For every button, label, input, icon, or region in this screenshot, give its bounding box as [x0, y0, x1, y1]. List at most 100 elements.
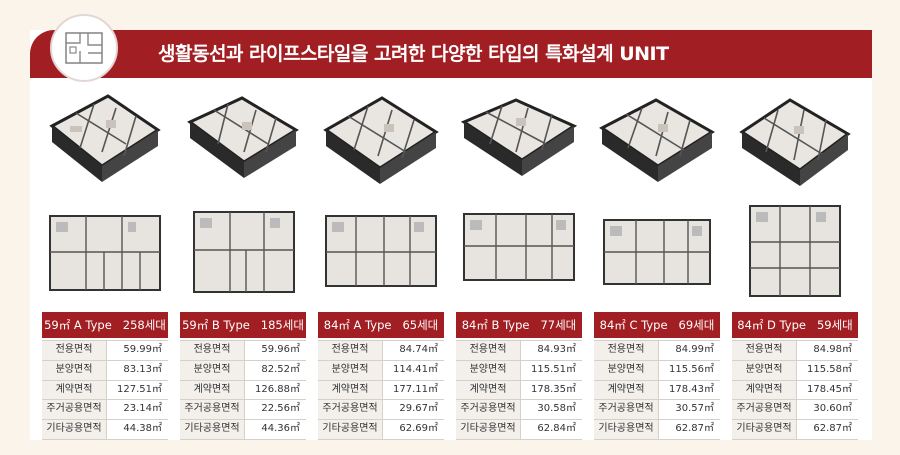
unit-households: 258세대	[122, 318, 166, 332]
area-label: 기타공용면적	[732, 420, 797, 439]
unit-type-bar: 84㎡ B Type 77세대	[456, 312, 582, 338]
area-value: 178.35㎡	[531, 383, 576, 395]
area-label: 분양면적	[318, 360, 383, 380]
area-value: 30.60㎡	[813, 403, 852, 415]
unit-households: 69세대	[678, 318, 715, 332]
unit-card[interactable]: 59㎡ A Type 258세대 전용면적 59.99㎡ 분양면적 83.13㎡ 계…	[42, 82, 168, 440]
area-value: 62.69㎡	[399, 423, 438, 435]
area-label: 주거공용면적	[42, 400, 107, 420]
area-value: 59.96㎡	[261, 344, 300, 355]
area-label: 전용면적	[732, 341, 797, 360]
banner-title: 생활동선과 라이프스타일을 고려한 다양한 타입의 특화설계 UNIT	[158, 43, 669, 65]
area-label: 전용면적	[594, 341, 659, 360]
unit-type-bar: 59㎡ B Type 185세대	[180, 312, 306, 338]
area-value: 30.57㎡	[675, 403, 714, 415]
table-row: 계약면적 127.51㎡	[42, 380, 168, 401]
area-value: 62.87㎡	[675, 423, 714, 435]
area-table: 전용면적 59.99㎡ 분양면적 83.13㎡ 계약면적 127.51㎡ 주거공용면적…	[42, 340, 168, 440]
unit-type-bar: 84㎡ D Type 59세대	[732, 312, 858, 338]
area-value: 82.52㎡	[261, 363, 300, 375]
unit-card[interactable]: 59㎡ B Type 185세대 전용면적 59.96㎡ 분양면적 82.52㎡ 계…	[180, 82, 306, 440]
table-row: 주거공용면적 30.60㎡	[732, 400, 858, 421]
area-value: 62.84㎡	[537, 423, 576, 435]
area-value: 29.67㎡	[399, 403, 438, 415]
area-label: 계약면적	[456, 380, 521, 400]
area-value: 59.99㎡	[123, 344, 162, 355]
area-label: 기타공용면적	[318, 420, 383, 439]
table-row: 기타공용면적 62.84㎡	[456, 420, 582, 440]
area-label: 기타공용면적	[456, 420, 521, 439]
area-value: 115.51㎡	[531, 363, 576, 375]
area-label: 전용면적	[456, 341, 521, 360]
unit-type-name: 84㎡ B Type	[461, 318, 530, 332]
isometric-unit-image	[460, 98, 578, 176]
table-row: 전용면적 59.96㎡	[180, 341, 306, 361]
floor-plan-image	[193, 211, 295, 293]
unit-type-bar: 84㎡ C Type 69세대	[594, 312, 720, 338]
table-row: 계약면적 178.35㎡	[456, 380, 582, 401]
area-value: 44.38㎡	[123, 423, 162, 435]
table-row: 기타공용면적 44.38㎡	[42, 420, 168, 440]
area-value: 126.88㎡	[255, 383, 300, 395]
table-row: 기타공용면적 62.69㎡	[318, 420, 444, 440]
area-value: 84.99㎡	[675, 344, 714, 355]
area-value: 22.56㎡	[261, 403, 300, 415]
floor-plan-image	[749, 205, 841, 297]
area-value: 44.36㎡	[261, 423, 300, 435]
area-value: 127.51㎡	[117, 383, 162, 395]
area-label: 주거공용면적	[732, 400, 797, 420]
floor-plan-image	[463, 213, 575, 281]
area-label: 기타공용면적	[42, 420, 107, 439]
area-label: 계약면적	[732, 380, 797, 400]
table-row: 분양면적 114.41㎡	[318, 360, 444, 381]
area-label: 전용면적	[42, 341, 107, 360]
area-label: 전용면적	[180, 341, 245, 360]
area-value: 177.11㎡	[393, 383, 438, 395]
floor-plan-image	[49, 215, 161, 291]
table-row: 계약면적 126.88㎡	[180, 380, 306, 401]
area-value: 115.58㎡	[807, 363, 852, 375]
unit-households: 65세대	[402, 318, 439, 332]
area-label: 분양면적	[594, 360, 659, 380]
isometric-unit-image	[739, 98, 851, 186]
content-panel	[30, 30, 872, 440]
area-value: 83.13㎡	[123, 363, 162, 375]
isometric-unit-image	[187, 96, 299, 178]
unit-type-name: 59㎡ A Type	[44, 318, 112, 332]
area-label: 분양면적	[42, 360, 107, 380]
area-label: 계약면적	[42, 380, 107, 400]
unit-type-bar: 84㎡ A Type 65세대	[318, 312, 444, 338]
header-banner: 생활동선과 라이프스타일을 고려한 다양한 타입의 특화설계 UNIT	[30, 30, 872, 78]
table-row: 전용면적 84.98㎡	[732, 341, 858, 361]
table-row: 분양면적 82.52㎡	[180, 360, 306, 381]
area-value: 84.98㎡	[813, 344, 852, 355]
area-label: 계약면적	[180, 380, 245, 400]
area-label: 분양면적	[180, 360, 245, 380]
unit-type-name: 59㎡ B Type	[182, 318, 250, 332]
floorplan-icon	[50, 14, 118, 82]
area-value: 114.41㎡	[393, 363, 438, 375]
unit-households: 59세대	[816, 318, 853, 332]
area-label: 주거공용면적	[456, 400, 521, 420]
isometric-unit-image	[49, 94, 161, 182]
area-value: 84.74㎡	[399, 344, 438, 355]
